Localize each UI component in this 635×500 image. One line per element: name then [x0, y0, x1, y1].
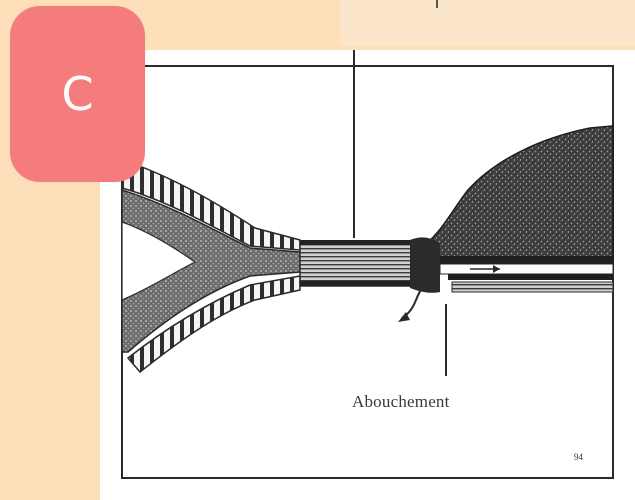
- central-duct: [300, 242, 412, 286]
- right-channel-upper: [440, 256, 613, 264]
- section-badge-letter: C: [61, 67, 93, 121]
- section-badge: C: [10, 6, 145, 182]
- central-duct-bottom-edge: [300, 281, 412, 286]
- right-channel-hatched: [452, 282, 613, 292]
- junction-block: [410, 237, 440, 292]
- abouchement-label: Abouchement: [352, 392, 450, 412]
- central-duct-top-edge: [300, 240, 412, 245]
- right-channel-lumen: [440, 264, 613, 274]
- right-channel-lower: [448, 274, 613, 280]
- figure-number: 94: [574, 452, 583, 462]
- right-tissue-mass: [418, 126, 613, 262]
